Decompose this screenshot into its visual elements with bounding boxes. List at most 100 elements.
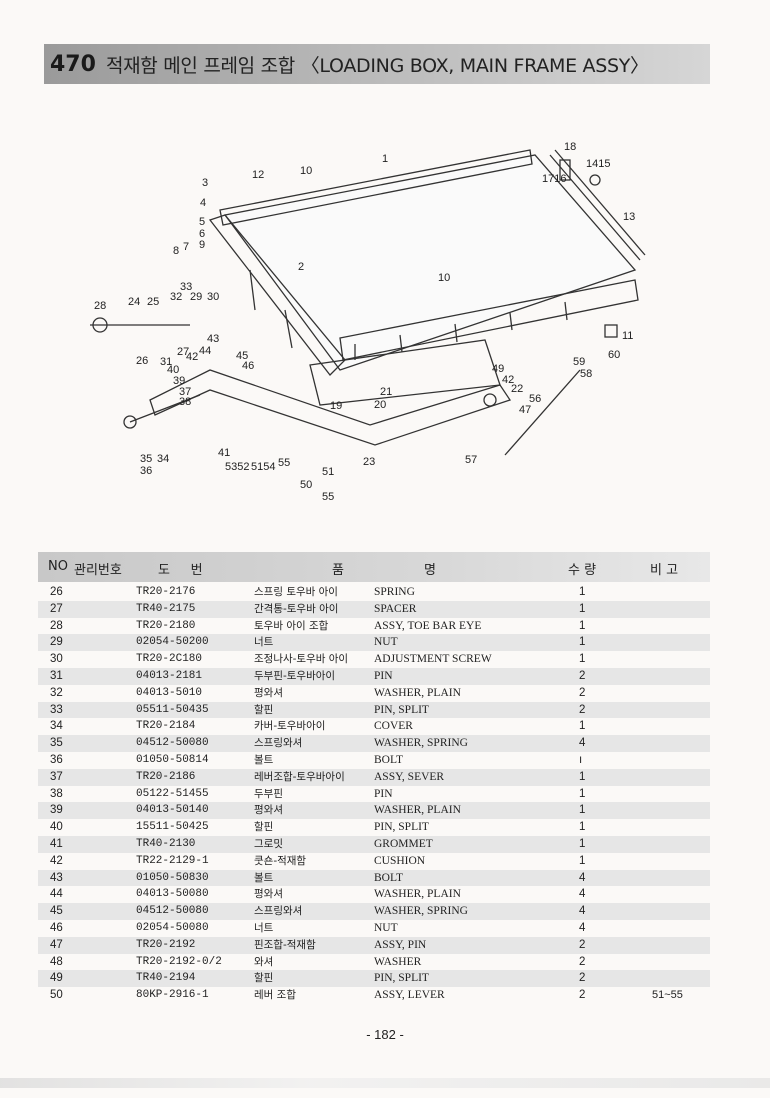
callout-8: 8 [173,245,179,257]
callout-29: 29 [190,291,202,303]
side-rail-front [339,279,639,361]
cell-korean-name: 너트 [254,921,274,934]
parts-drawing: 1 2 3 4 5 6 7 9 8 10 10 11 12 13 1415 17… [90,141,646,503]
callout-31: 31 [160,356,172,368]
cell-quantity: 1 [579,586,586,598]
cell-korean-name: 간격통-토우바 아이 [254,602,339,615]
callout-35: 35 [140,453,152,465]
cell-english-name: PIN [374,787,393,800]
callout-37: 37 [179,386,191,398]
col-mgmt: 관리번호 [74,563,122,578]
section-number: 470 [50,51,96,77]
cell-quantity: 1 [579,636,586,649]
cell-korean-name: 볼트 [254,753,274,766]
cell-korean-name: 핀조합-적재함 [254,938,316,951]
cell-part-number: 01050-50830 [136,871,209,884]
cell-quantity: 1 [579,720,586,733]
callout-10a: 10 [300,165,312,177]
cell-english-name: ASSY, SEVER [374,770,445,783]
callout-27: 27 [177,346,189,358]
cell-english-name: ASSY, TOE BAR EYE [374,619,482,632]
callout-9: 9 [199,239,205,251]
cell-part-number: TR20-2C180 [136,653,203,666]
callout-57: 57 [465,454,477,466]
cell-quantity: 2 [579,686,586,699]
cell-no: 30 [50,653,63,666]
cell-korean-name: 조정나사-토우바 아이 [254,653,349,666]
callout-13: 13 [623,211,635,223]
cell-quantity: 1 [579,653,586,666]
cell-no: 37 [50,770,63,783]
cell-part-number: 05122-51455 [136,787,209,800]
cell-quantity: 1 [579,837,586,850]
cell-quantity: 2 [579,955,586,968]
cell-no: 32 [50,686,63,699]
cell-english-name: SPACER [374,602,417,615]
cell-note: 51~55 [652,989,683,1002]
cell-english-name: COVER [374,720,413,733]
cell-no: 36 [50,753,63,766]
cell-quantity: 4 [579,905,586,918]
callout-19: 19 [330,400,342,412]
cell-korean-name: 쿳숀-적재함 [254,854,307,867]
cell-korean-name: 평와셔 [254,888,283,901]
callout-49: 49 [492,363,504,375]
callout-51: 51 [322,466,334,478]
callout-33: 33 [180,281,192,293]
cell-quantity: 1 [579,804,586,817]
cell-quantity: 2 [579,938,586,951]
callout-36: 36 [140,465,152,477]
cell-part-number: 04013-50080 [136,888,209,901]
callout-58: 58 [580,368,592,380]
cell-part-number: 02054-50200 [136,636,209,649]
cell-no: 34 [50,720,63,733]
col-no: NO [48,559,68,574]
cell-no: 47 [50,938,63,951]
cell-korean-name: 할핀 [254,821,274,834]
cell-korean-name: 평와셔 [254,804,283,817]
exploded-parts-diagram: 1 2 3 4 5 6 7 9 8 10 10 11 12 13 1415 17… [60,130,720,520]
cell-part-number: TR20-2176 [136,586,196,598]
cell-quantity: 1 [579,854,586,867]
callout-11: 11 [622,330,633,342]
cell-part-number: 04512-50080 [136,737,209,750]
callout-21: 21 [380,386,392,398]
callout-1716: 1716 [542,173,566,185]
cell-quantity: 1 [579,619,586,632]
cell-no: 43 [50,871,63,884]
cell-quantity: 2 [579,703,586,716]
cell-korean-name: 볼트 [254,871,274,884]
callout-5154: 5154 [251,461,275,473]
cell-no: 42 [50,854,63,867]
callout-24: 24 [128,296,140,308]
cell-no: 35 [50,737,63,750]
cell-no: 28 [50,619,63,632]
cell-quantity: 4 [579,888,586,901]
cell-part-number: TR20-2192-0/2 [136,955,222,968]
cell-english-name: CUSHION [374,854,426,867]
cell-korean-name: 토우바 아이 조합 [254,619,329,632]
col-name-a: 품 [332,563,344,578]
cell-english-name: PIN, SPLIT [374,821,429,834]
callout-3: 3 [202,177,208,189]
cell-part-number: 15511-50425 [136,821,209,834]
callout-22: 22 [511,383,523,395]
main-frame [149,369,512,446]
callout-55a: 55 [278,457,290,469]
callout-56: 56 [529,393,541,405]
cell-part-number: TR40-2194 [136,972,196,985]
section-title: 적재함 메인 프레임 조합 〈LOADING BOX, MAIN FRAME A… [105,54,649,77]
